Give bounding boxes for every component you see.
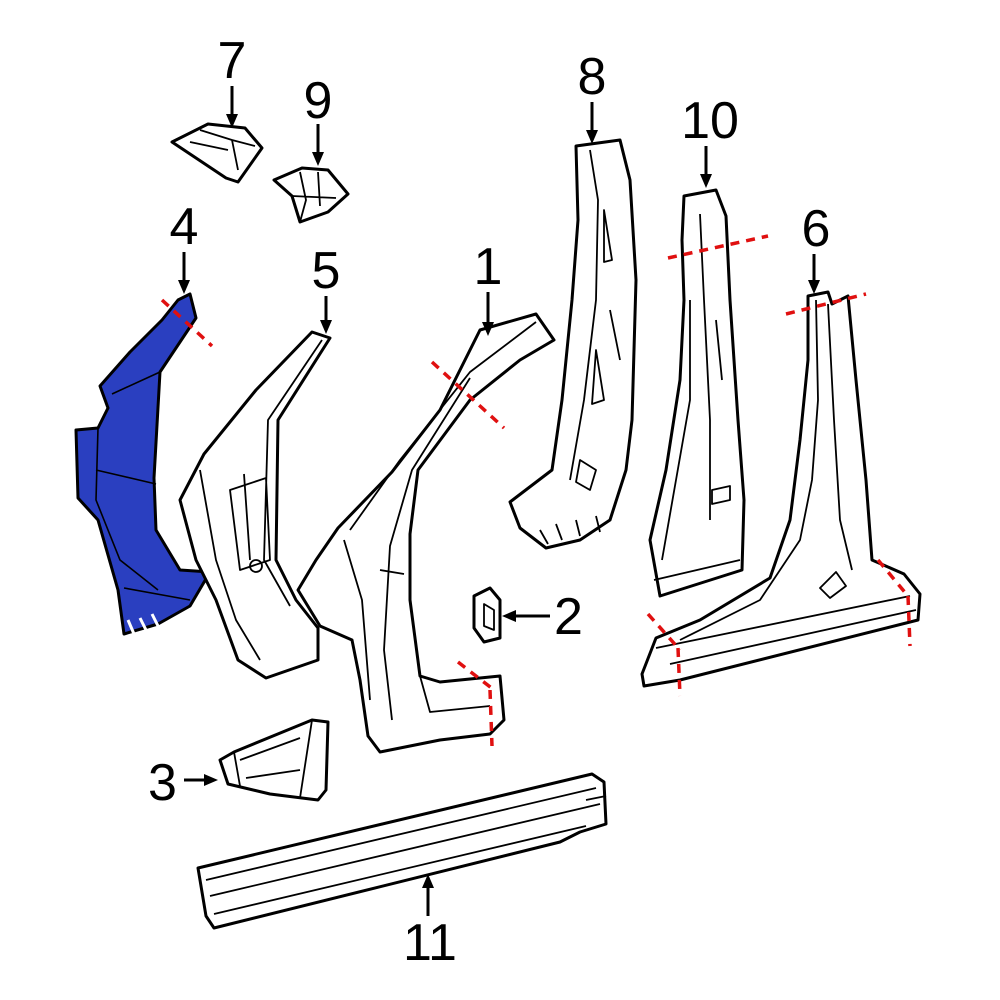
callout-10: 10 <box>681 92 739 188</box>
callout-7: 7 <box>218 32 247 128</box>
cut-line-1a <box>430 360 506 430</box>
part-11[interactable] <box>196 772 608 930</box>
cut-line-6b <box>646 612 682 652</box>
cut-line-6d <box>876 558 910 598</box>
svg-text:1: 1 <box>474 238 503 296</box>
callout-5: 5 <box>312 242 341 334</box>
cut-line-10 <box>667 234 769 260</box>
part-9[interactable] <box>272 166 350 224</box>
cut-line-4 <box>160 298 214 348</box>
callout-9: 9 <box>304 72 333 166</box>
callout-1: 1 <box>474 238 503 336</box>
svg-text:2: 2 <box>554 588 583 646</box>
svg-text:6: 6 <box>802 200 831 258</box>
callout-11: 11 <box>403 874 457 972</box>
svg-text:11: 11 <box>403 914 457 972</box>
cut-line-1b <box>456 660 496 692</box>
part-8[interactable] <box>508 138 638 550</box>
svg-text:10: 10 <box>681 92 739 150</box>
part-2[interactable] <box>472 586 502 644</box>
part-10[interactable] <box>648 188 746 598</box>
part-5[interactable] <box>178 330 332 680</box>
part-6[interactable] <box>640 290 922 688</box>
part-3[interactable] <box>218 718 330 802</box>
cut-line-6c <box>676 647 682 697</box>
callout-6: 6 <box>802 200 831 294</box>
callout-8: 8 <box>578 48 607 144</box>
callout-4: 4 <box>170 198 199 294</box>
svg-text:3: 3 <box>148 754 177 812</box>
callout-2: 2 <box>502 588 583 646</box>
svg-text:9: 9 <box>304 72 333 130</box>
svg-text:4: 4 <box>170 198 199 256</box>
part-4-highlighted[interactable] <box>74 292 212 636</box>
cut-line-6e <box>906 595 912 647</box>
svg-text:7: 7 <box>218 32 247 90</box>
cut-line-6a <box>785 292 867 316</box>
svg-text:8: 8 <box>578 48 607 106</box>
part-1[interactable] <box>296 312 556 754</box>
part-7[interactable] <box>170 122 264 184</box>
svg-text:5: 5 <box>312 242 341 300</box>
callout-3: 3 <box>148 754 218 812</box>
